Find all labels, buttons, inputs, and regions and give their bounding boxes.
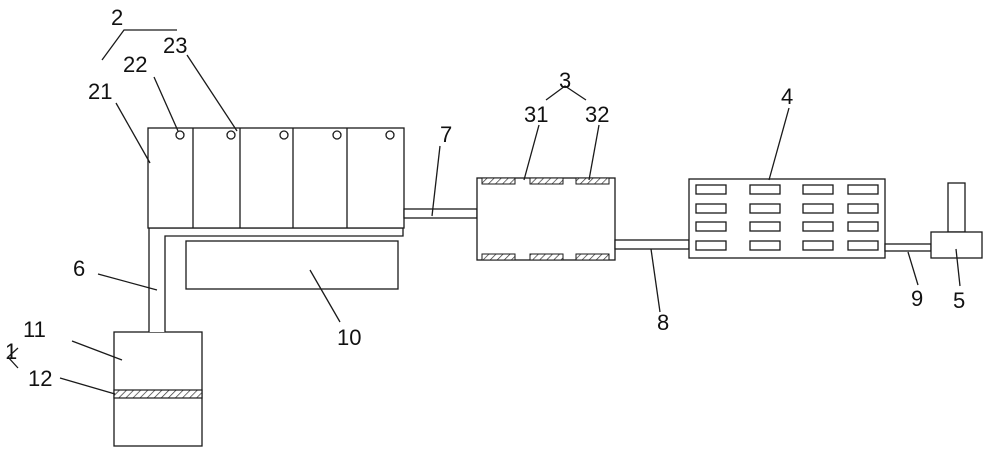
unit-1-tank (114, 332, 202, 446)
unit-3 (477, 178, 615, 260)
label-1: 1 (5, 339, 17, 364)
pipe-7 (404, 209, 477, 218)
port-circle (227, 131, 235, 139)
label-22: 22 (123, 52, 147, 77)
port-circle (176, 131, 184, 139)
label-3: 3 (559, 68, 571, 93)
label-21: 21 (88, 79, 112, 104)
label-31: 31 (524, 102, 548, 127)
port-circle (280, 131, 288, 139)
label-32: 32 (585, 102, 609, 127)
port-circle (333, 131, 341, 139)
label-4: 4 (781, 84, 793, 109)
unit-10 (186, 241, 398, 289)
pipe-8 (615, 240, 689, 249)
hatched-layer-12 (114, 390, 202, 398)
pipe-9 (885, 244, 931, 251)
port-circle (386, 131, 394, 139)
unit-5 (931, 183, 982, 258)
label-5: 5 (953, 288, 965, 313)
label-2: 2 (111, 5, 123, 30)
label-9: 9 (911, 286, 923, 311)
label-11: 11 (23, 317, 46, 342)
label-6: 6 (73, 256, 85, 281)
unit-2-chambers (148, 128, 404, 228)
label-12: 12 (28, 366, 52, 391)
unit-4 (689, 179, 885, 258)
label-23: 23 (163, 33, 187, 58)
label-7: 7 (440, 122, 452, 147)
label-10: 10 (337, 325, 361, 350)
label-8: 8 (657, 310, 669, 335)
